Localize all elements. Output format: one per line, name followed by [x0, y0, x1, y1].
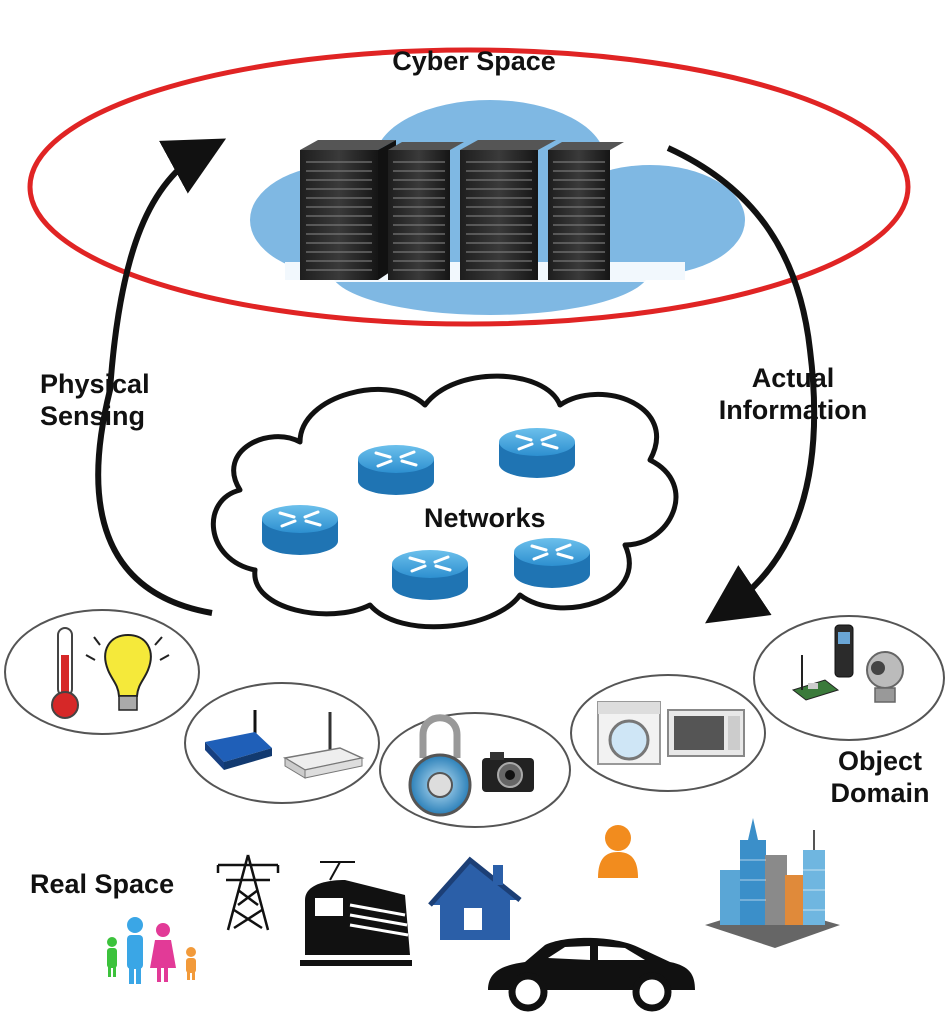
physical-sensing-arrow: [95, 138, 227, 616]
sensor-board-icon: [791, 655, 840, 701]
car-icon: [488, 937, 695, 1012]
person-icon: [598, 825, 638, 878]
handheld-scanner-icon: [834, 624, 854, 678]
people-family-icon: [107, 917, 196, 984]
object-domain-label: Object Domain: [815, 745, 945, 809]
house-icon: [428, 856, 522, 940]
thermometer-icon: [51, 627, 79, 719]
cyber-space-label: Cyber Space: [392, 46, 556, 76]
washing-machine-icon: [597, 701, 661, 765]
server-rack-icon: [300, 140, 624, 280]
microwave-icon: [667, 709, 745, 757]
modem-icon: [282, 712, 365, 779]
networks-label: Networks: [424, 503, 546, 533]
padlock-icon: [408, 714, 472, 817]
router-icon: [262, 505, 338, 555]
wifi-router-icon: [205, 710, 272, 770]
object-domain-label-line1: Object: [837, 746, 923, 776]
security-camera-icon: [866, 651, 904, 703]
city-buildings-icon: [705, 818, 840, 948]
physical-sensing-label-line2: Sensing: [40, 401, 146, 431]
physical-sensing-label: Physical Sensing: [40, 368, 150, 432]
router-icon: [499, 428, 575, 478]
actual-information-label-line1: Actual: [751, 363, 835, 393]
light-bulb-icon: [85, 633, 170, 711]
cyber-space-ellipse: [27, 47, 911, 327]
router-group: [262, 428, 590, 600]
train-icon: [300, 861, 412, 966]
power-tower-icon: [216, 854, 280, 931]
camera-icon: [482, 752, 534, 792]
object-circle-sensing: [4, 609, 200, 735]
router-icon: [514, 538, 590, 588]
real-space-label: Real Space: [30, 869, 175, 899]
object-domain-label-line2: Domain: [830, 778, 930, 808]
object-circle-appliances: [570, 674, 766, 792]
actual-information-label-line2: Information: [718, 395, 868, 425]
actual-information-arrow: [666, 145, 818, 624]
object-circle-security: [379, 712, 571, 828]
router-icon: [392, 550, 468, 600]
actual-information-label: Actual Information: [698, 362, 888, 426]
object-circle-sensors: [753, 615, 945, 741]
router-icon: [358, 445, 434, 495]
physical-sensing-label-line1: Physical: [40, 369, 150, 399]
object-circle-network-devices: [184, 682, 380, 804]
